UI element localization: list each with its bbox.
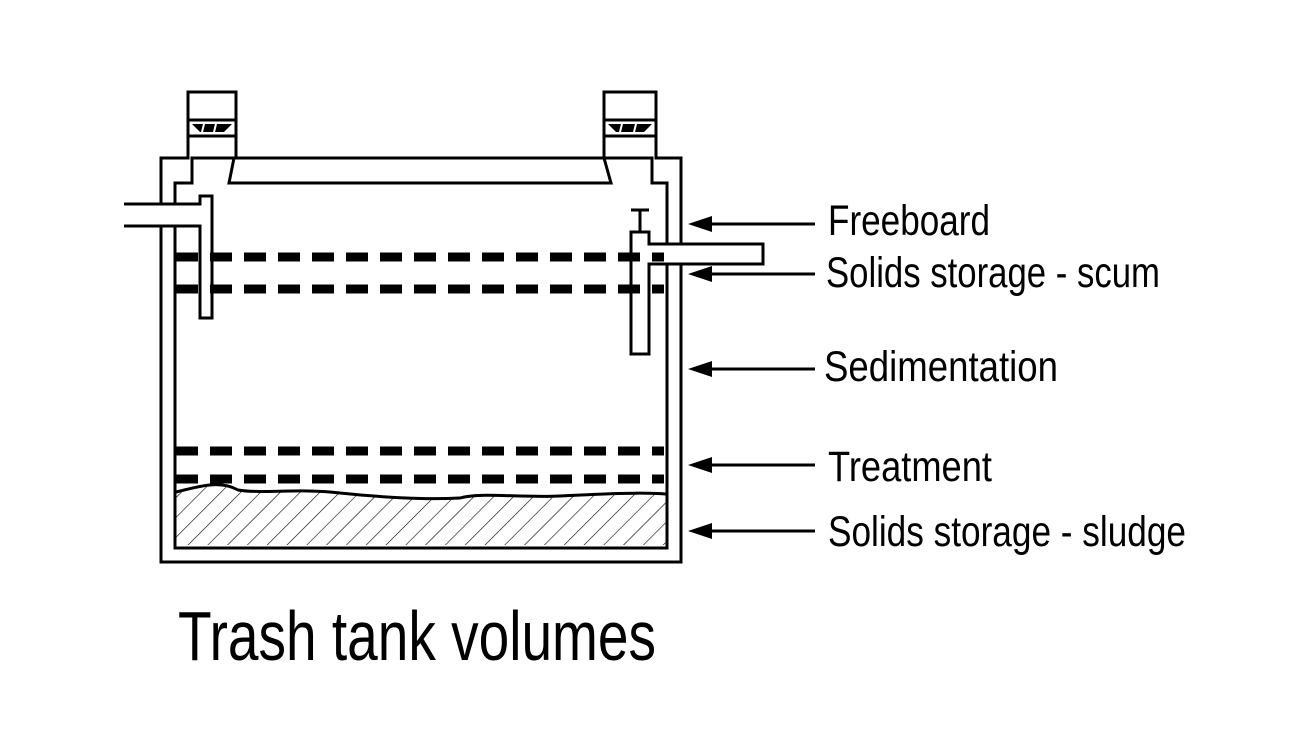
label-treatment: Treatment xyxy=(828,443,992,491)
tank-interior xyxy=(173,156,669,550)
inlet-riser xyxy=(188,118,236,138)
sludge-arrow xyxy=(688,523,815,539)
sludge-layer xyxy=(175,483,667,545)
diagram-title: Trash tank volumes xyxy=(178,597,656,675)
treatment-arrow xyxy=(688,457,815,473)
label-sludge: Solids storage - sludge xyxy=(828,508,1186,556)
outlet-pipe xyxy=(629,208,765,356)
label-sedimentation: Sedimentation xyxy=(824,343,1058,391)
sedimentation-arrow xyxy=(688,361,815,377)
freeboard-arrow xyxy=(688,216,815,232)
scum-arrow xyxy=(688,266,815,282)
label-freeboard: Freeboard xyxy=(828,197,990,245)
outlet-riser xyxy=(604,118,656,138)
label-scum: Solids storage - scum xyxy=(826,249,1160,297)
